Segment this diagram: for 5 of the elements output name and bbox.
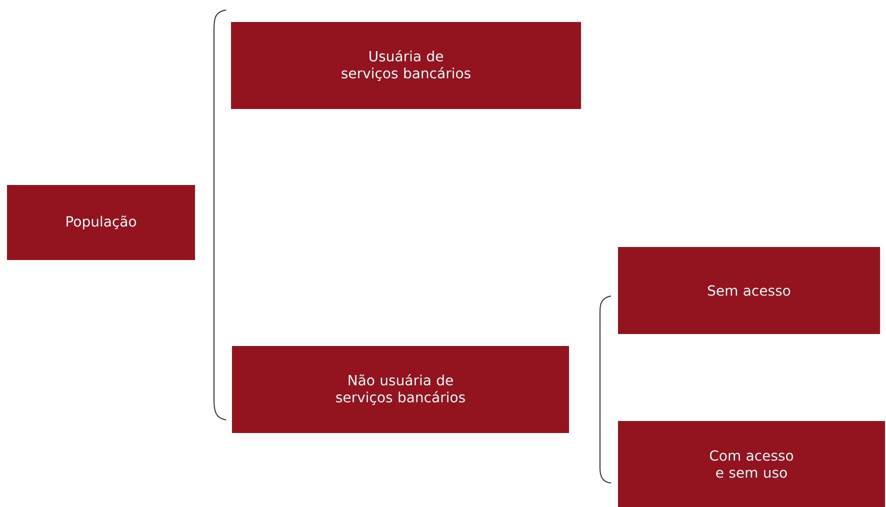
process-box: População	[7, 185, 195, 260]
process-box: Usuária de serviços bancários	[231, 22, 581, 109]
process-box: Não usuária de serviços bancários	[232, 346, 569, 433]
process-box: Com acesso e sem uso	[618, 421, 885, 507]
process-box: Sem acesso	[618, 247, 880, 334]
